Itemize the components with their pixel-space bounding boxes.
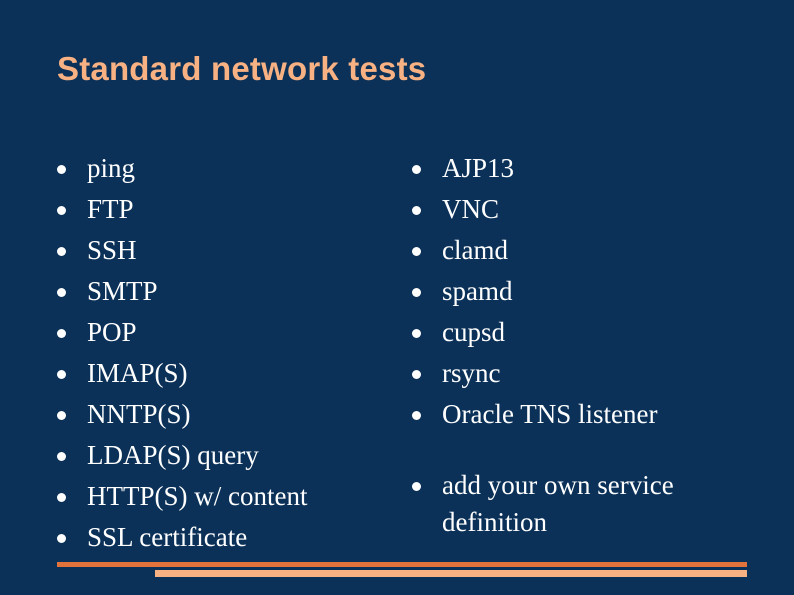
page-title: Standard network tests [57, 50, 427, 87]
list-item-label: add your own service definition [442, 470, 674, 537]
bullet-dot-icon [57, 411, 66, 420]
list-item: SMTP [57, 273, 412, 310]
list-item: cupsd [412, 314, 747, 351]
left-column: ping FTP SSH SMTP POP [57, 150, 412, 560]
list-item: VNC [412, 191, 747, 228]
list-item-label: HTTP(S) w/ content [87, 481, 308, 511]
right-column: AJP13 VNC clamd spamd cupsd [412, 150, 747, 560]
list-item: LDAP(S) query [57, 437, 412, 474]
list-item-label: VNC [442, 194, 500, 224]
list-item-label: Oracle TNS listener [442, 399, 658, 429]
list-item: POP [57, 314, 412, 351]
list-item-label: SSH [87, 235, 137, 265]
list-item: add your own service definition [412, 467, 747, 541]
list-item: IMAP(S) [57, 355, 412, 392]
bullet-dot-icon [57, 329, 66, 338]
bullet-dot-icon [57, 288, 66, 297]
bullet-dot-icon [57, 534, 66, 543]
list-item: NNTP(S) [57, 396, 412, 433]
bullet-dot-icon [412, 247, 421, 256]
list-item-label: IMAP(S) [87, 358, 188, 388]
list-item-label: rsync [442, 358, 501, 388]
list-item-label: POP [87, 317, 137, 347]
bullet-dot-icon [412, 165, 421, 174]
list-item: clamd [412, 232, 747, 269]
bullet-dot-icon [57, 452, 66, 461]
bullet-dot-icon [412, 329, 421, 338]
footer-rule-light [155, 570, 747, 577]
bullet-dot-icon [412, 370, 421, 379]
list-item: rsync [412, 355, 747, 392]
right-bullet-list: AJP13 VNC clamd spamd cupsd [412, 150, 747, 545]
bullet-dot-icon [412, 288, 421, 297]
bullet-dot-icon [412, 206, 421, 215]
list-item-label: NNTP(S) [87, 399, 191, 429]
bullet-dot-icon [57, 165, 66, 174]
list-item-label: clamd [442, 235, 508, 265]
list-item-label: LDAP(S) query [87, 440, 259, 470]
list-item: HTTP(S) w/ content [57, 478, 412, 515]
list-item: SSL certificate [57, 519, 412, 556]
bullet-dot-icon [57, 206, 66, 215]
list-item-label: spamd [442, 276, 513, 306]
list-item: FTP [57, 191, 412, 228]
bullet-dot-icon [57, 247, 66, 256]
list-item-label: FTP [87, 194, 134, 224]
list-item-label: ping [87, 153, 136, 183]
list-item: ping [57, 150, 412, 187]
list-item-label: cupsd [442, 317, 505, 347]
left-bullet-list: ping FTP SSH SMTP POP [57, 150, 412, 560]
list-item: AJP13 [412, 150, 747, 187]
list-item-label: SMTP [87, 276, 158, 306]
footer-rule-dark [57, 562, 747, 567]
bullet-dot-icon [412, 411, 421, 420]
list-item-label: AJP13 [442, 153, 515, 183]
list-item: Oracle TNS listener [412, 396, 747, 433]
bullet-dot-icon [57, 493, 66, 502]
list-item: SSH [57, 232, 412, 269]
bullet-dot-icon [412, 482, 421, 491]
content-columns: ping FTP SSH SMTP POP [57, 150, 747, 560]
list-item-label: SSL certificate [87, 522, 248, 552]
bullet-dot-icon [57, 370, 66, 379]
list-item: spamd [412, 273, 747, 310]
